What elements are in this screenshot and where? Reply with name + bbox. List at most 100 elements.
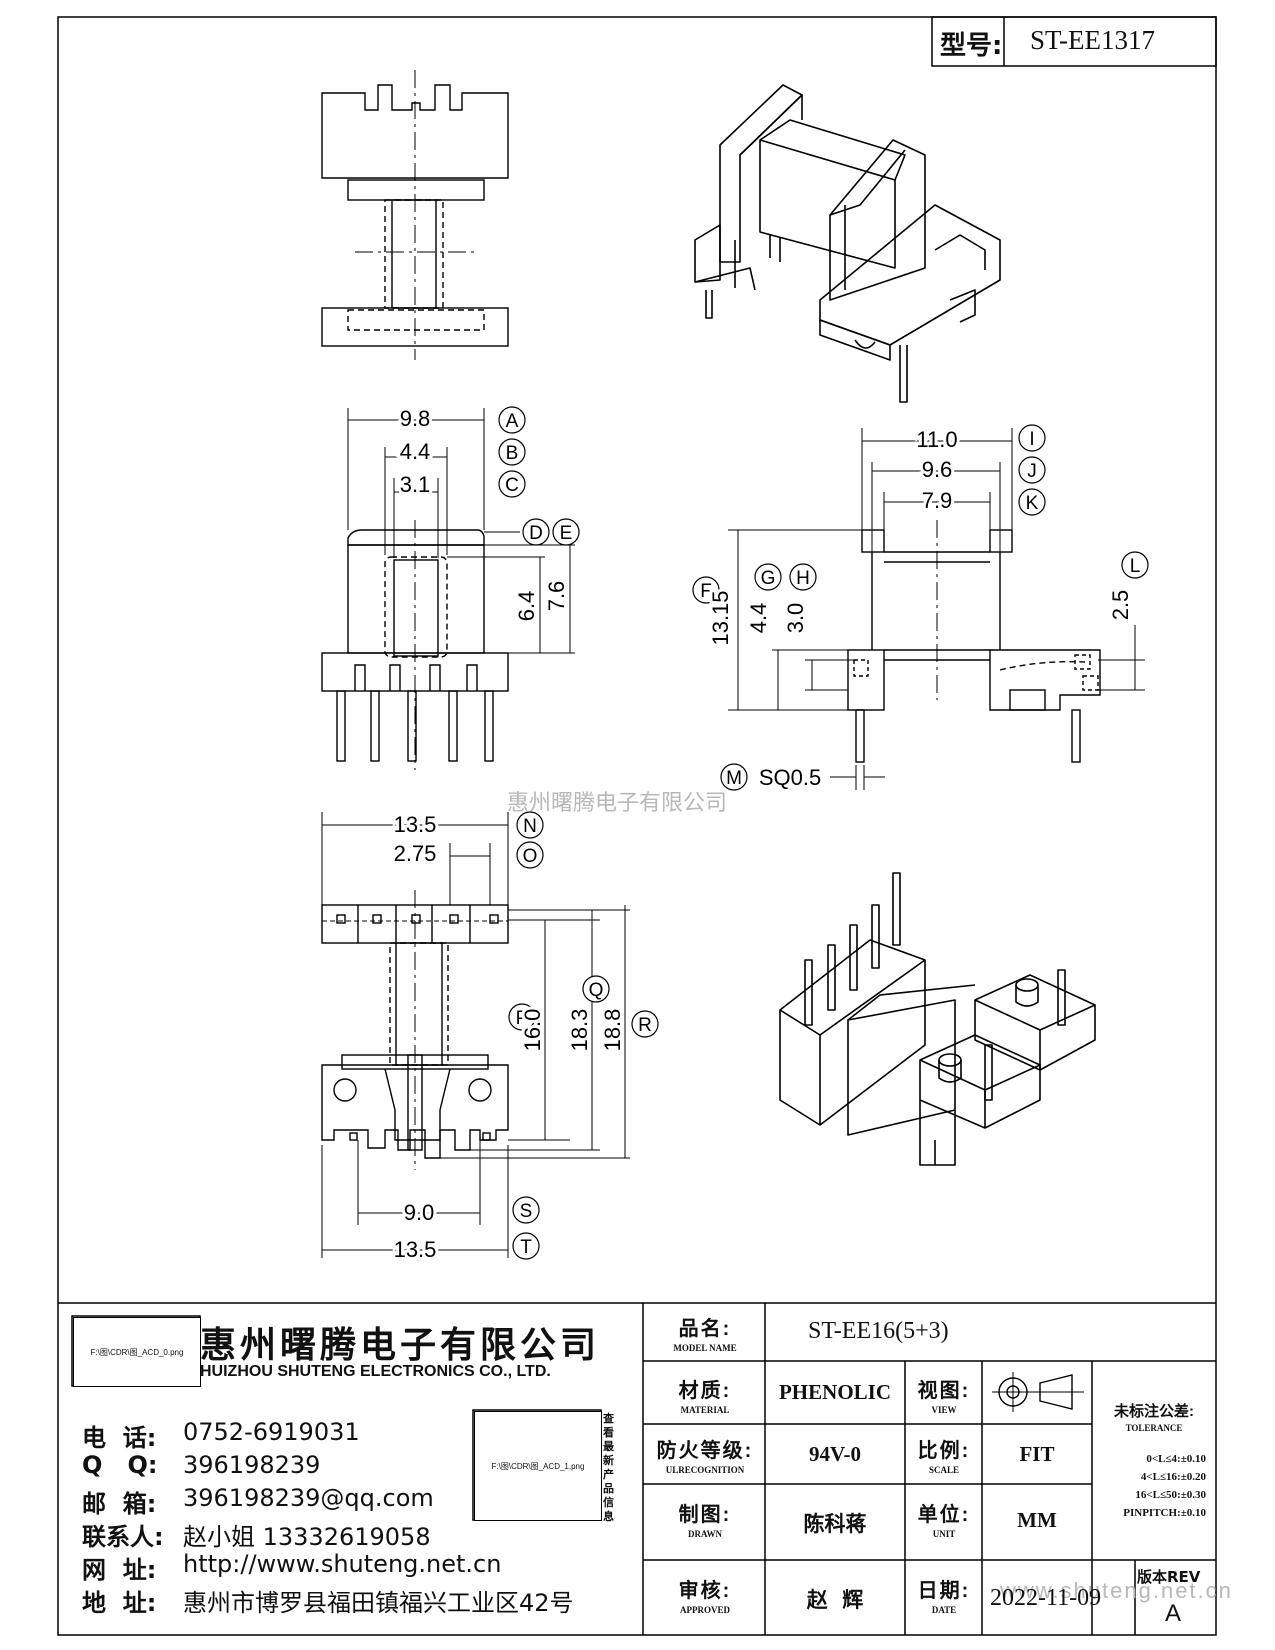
dimension-k: 7.9	[922, 488, 953, 513]
dimension-j: 9.6	[922, 457, 953, 482]
top-view-drawing	[321, 70, 509, 360]
dimension-c: 3.1	[400, 472, 431, 497]
approved-sub: APPROVED	[680, 1605, 730, 1615]
tolerance-line: 4<L≤16:±0.20	[1140, 1471, 1206, 1483]
dimension-t-label: 13.5	[394, 1237, 437, 1262]
callout-circle-h	[789, 563, 817, 591]
dimension-d-label: 6.4	[514, 591, 539, 622]
callout-circle-m	[720, 763, 748, 791]
ul-label: 防火等级:	[656, 1440, 754, 1462]
dimension-o-label: 2.75	[394, 841, 437, 866]
scale-sub: SCALE	[928, 1465, 959, 1475]
callout-letter-i: I	[1029, 429, 1034, 450]
callout-circle-s	[512, 1196, 540, 1224]
callout-circle-p	[508, 1003, 536, 1031]
callout-circle-n	[516, 811, 544, 839]
tolerance-line: 16<L≤50:±0.30	[1135, 1489, 1206, 1501]
isometric-view-bottom	[779, 872, 1096, 1166]
dimension-r: 18.8	[600, 1009, 625, 1052]
model-no-label: 型号:	[940, 31, 1003, 61]
unit-label: 单位:	[917, 1504, 971, 1526]
callout-circle-a	[498, 406, 526, 434]
dimension-b: 4.4	[400, 439, 431, 464]
contact-value[interactable]: http://www.shuteng.net.cn	[183, 1550, 502, 1578]
watermark-footer: www.shuteng.net.cn	[1000, 1578, 1233, 1603]
model-number-box	[931, 16, 1217, 67]
callout-circle-t	[512, 1232, 540, 1260]
callout-circle-f	[692, 576, 720, 604]
callout-circle-i	[1018, 424, 1046, 452]
tolerance-line: 0<L≤4:±0.10	[1146, 1453, 1206, 1465]
callout-letter-t: T	[520, 1237, 532, 1258]
callout-letter-h: H	[796, 568, 810, 589]
dimension-o: 2.75	[394, 841, 437, 866]
callout-letter-r: R	[638, 1015, 652, 1036]
isometric-view-top	[694, 84, 1001, 403]
dimension-s-label: 9.0	[404, 1200, 435, 1225]
dimension-m-label: SQ0.5	[759, 765, 821, 790]
callout-circle-r	[631, 1010, 659, 1038]
dimension-r-label: 18.8	[600, 1009, 625, 1052]
dimension-f: 13.15	[708, 590, 733, 645]
callout-letter-c: C	[505, 475, 519, 496]
dimension-t: 13.5	[394, 1237, 437, 1262]
date-label: 日期:	[917, 1580, 971, 1602]
contact-label: 电 话:	[82, 1424, 157, 1452]
approved-value: 赵 辉	[806, 1588, 864, 1612]
callout-letter-p: P	[516, 1008, 529, 1029]
callout-letter-f: F	[700, 581, 712, 602]
callout-letter-e: E	[560, 523, 573, 544]
contact-value: 396198239@qq.com	[183, 1484, 434, 1512]
callout-circle-c	[498, 470, 526, 498]
drawn-value: 陈科蒋	[803, 1512, 867, 1536]
dimension-l: 2.5	[1108, 590, 1133, 621]
dimension-m: SQ0.5	[759, 765, 821, 790]
dimension-a: 9.8	[400, 406, 431, 431]
company-logo-image: F:\图\CDR\图_ACD_0.png	[73, 1317, 201, 1387]
title-block-grid	[71, 1303, 1216, 1635]
callout-circle-d	[522, 518, 550, 546]
dimension-l-label: 2.5	[1108, 590, 1133, 621]
model-name-label: 品名:	[678, 1318, 732, 1340]
dimension-g-label: 4.4	[746, 603, 771, 634]
callout-circle-g	[754, 563, 782, 591]
dimension-e-label: 7.6	[544, 581, 569, 612]
ul-sub: ULRECOGNITION	[665, 1465, 745, 1475]
sheet-border	[57, 16, 1217, 1636]
side-view-drawing	[728, 428, 1145, 790]
contact-label: 地 址:	[82, 1589, 157, 1617]
projection-symbol-icon	[992, 1372, 1084, 1412]
tolerance-line: PINPITCH:±0.10	[1123, 1507, 1206, 1519]
dimension-q-label: 18.3	[567, 1009, 592, 1052]
callout-circle-q	[582, 975, 610, 1003]
callout-letter-l: L	[1130, 556, 1141, 577]
rev-label: 版本REV	[1137, 1568, 1201, 1586]
contact-value: 0752-6919031	[183, 1418, 360, 1446]
dimension-b-label: 4.4	[400, 439, 431, 464]
qr-caption: 查看最新产品信息	[603, 1412, 614, 1523]
callout-letter-j: J	[1027, 461, 1037, 482]
dimension-j-label: 9.6	[922, 457, 953, 482]
callout-circle-j	[1018, 456, 1046, 484]
callout-circle-e	[552, 518, 580, 546]
model-name-value: ST-EE16(5+3)	[808, 1318, 949, 1344]
tolerance-sub: TOLERANCE	[1125, 1423, 1183, 1433]
callout-circle-b	[498, 438, 526, 466]
dimension-n: 13.5	[394, 812, 437, 837]
dimension-k-label: 7.9	[922, 488, 953, 513]
view-sub: VIEW	[931, 1405, 957, 1415]
dimension-i-label: 11.0	[916, 427, 957, 452]
bottom-view-drawing	[321, 812, 630, 1258]
callout-letter-q: Q	[589, 980, 604, 1001]
material-value: PHENOLIC	[778, 1380, 891, 1404]
contact-label: 联系人:	[82, 1523, 164, 1551]
callout-letter-d: D	[529, 523, 543, 544]
contact-label: Q Q:	[82, 1451, 158, 1479]
contact-label: 网 址:	[82, 1556, 157, 1584]
view-label: 视图:	[917, 1380, 971, 1402]
unit-sub: UNIT	[932, 1529, 956, 1539]
watermark-center: 惠州曙腾电子有限公司	[507, 790, 728, 815]
date-sub: DATE	[931, 1605, 957, 1615]
